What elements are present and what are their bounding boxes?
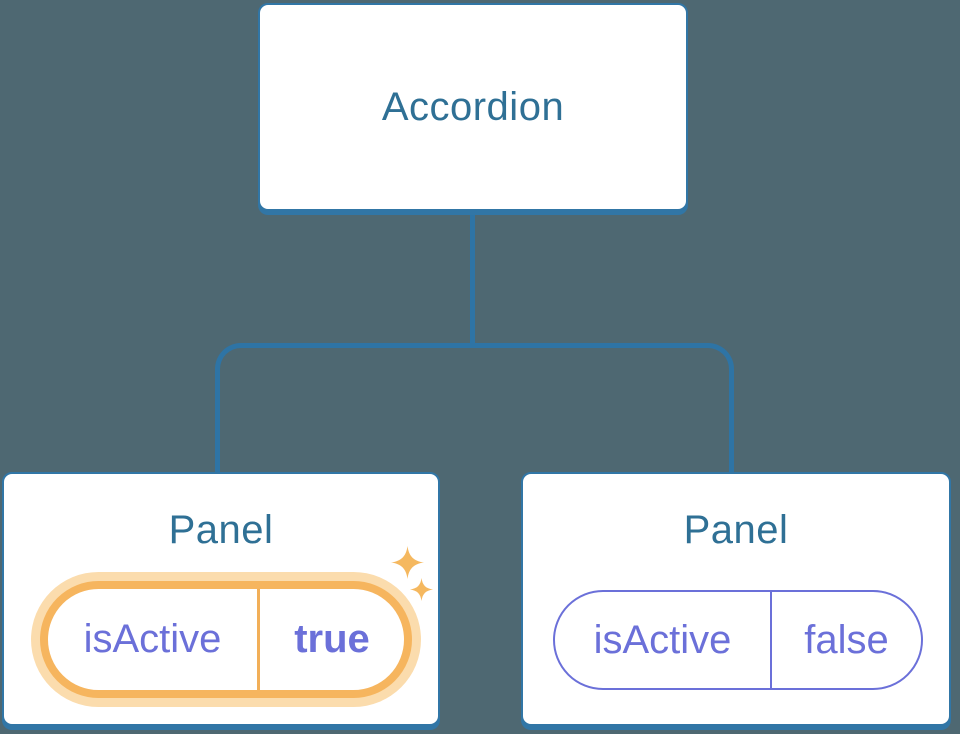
prop-pill-inactive: isActive false — [553, 590, 923, 690]
prop-name: isActive — [83, 617, 222, 661]
accordion-node-label: Accordion — [381, 84, 565, 129]
accordion-node: Accordion — [258, 3, 688, 211]
connector-stem — [470, 215, 475, 345]
panel-node-label: Panel — [168, 508, 274, 552]
connector-fork — [215, 343, 734, 472]
prop-pill-active: isActive true — [40, 581, 412, 698]
sparkles-icon — [410, 578, 433, 601]
prop-name: isActive — [593, 617, 732, 662]
pill-divider — [770, 592, 772, 688]
pill-divider — [257, 589, 260, 690]
prop-value: true — [294, 617, 370, 661]
sparkles-icon — [391, 546, 424, 579]
panel-node-label: Panel — [683, 508, 789, 552]
prop-value: false — [804, 617, 889, 662]
